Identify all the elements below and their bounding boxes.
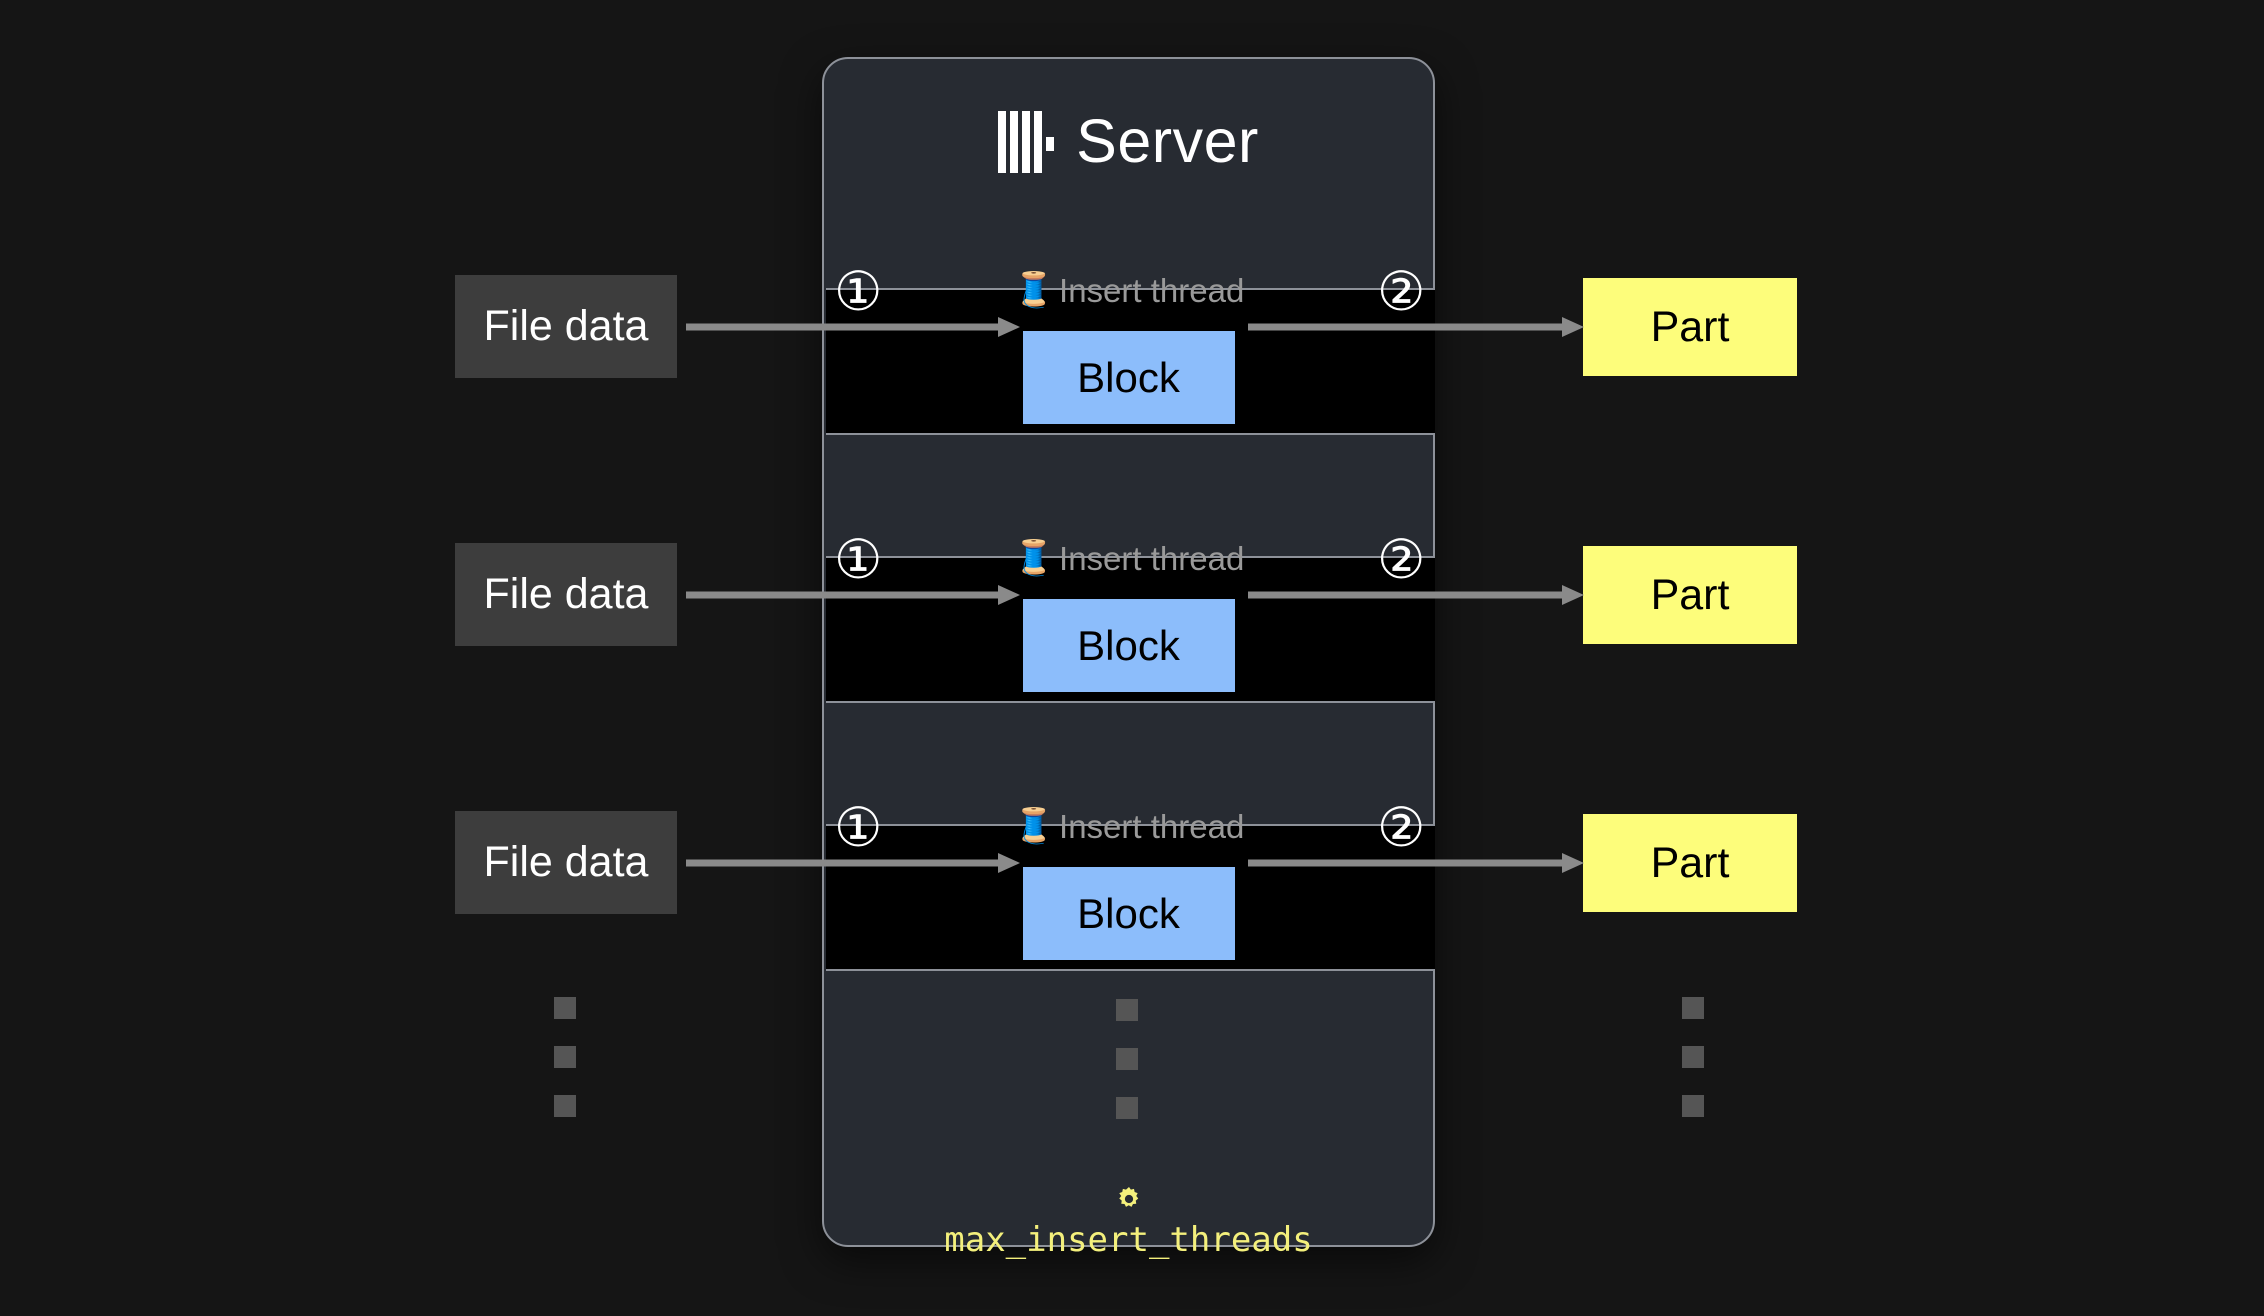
arrow-block-to-part-2 <box>1248 585 1584 605</box>
file-data-label: File data <box>483 570 649 618</box>
step-number-out-3: ② <box>1377 798 1426 858</box>
step-number-in-1: ① <box>834 262 883 322</box>
block-box-2: Block <box>1022 599 1235 692</box>
arrow-block-to-part-3 <box>1248 853 1584 873</box>
server-card: Server 🧵 Insert thread 🧵 Insert thread 🧵… <box>822 57 1435 1257</box>
step-number-out-1: ② <box>1377 262 1426 322</box>
block-label: Block <box>1077 889 1180 937</box>
ellipsis-dots-right <box>1682 997 1704 1117</box>
insert-thread-label-3: 🧵 Insert thread <box>1013 809 1245 843</box>
clickhouse-logo-icon <box>998 110 1055 173</box>
part-label: Part <box>1650 302 1730 351</box>
thread-spool-icon: 🧵 <box>1012 539 1056 577</box>
part-box-1: Part <box>1583 278 1797 376</box>
ellipsis-dot <box>1682 1046 1704 1068</box>
file-data-box-3: File data <box>455 811 677 914</box>
part-box-2: Part <box>1583 546 1797 644</box>
setting-footer: max_insert_threads <box>824 1185 1433 1257</box>
insert-thread-label-2: 🧵 Insert thread <box>1013 541 1245 575</box>
file-data-box-1: File data <box>455 275 677 378</box>
ellipsis-dot <box>1116 1048 1138 1070</box>
gear-icon <box>1118 1187 1138 1207</box>
block-box-3: Block <box>1022 867 1235 960</box>
file-data-label: File data <box>483 838 649 886</box>
thread-spool-icon: 🧵 <box>1012 271 1056 309</box>
insert-thread-text: Insert thread <box>1059 271 1245 309</box>
arrow-block-to-part-1 <box>1248 317 1584 337</box>
ellipsis-dot <box>554 997 576 1019</box>
arrow-file-to-block-3 <box>686 853 1020 873</box>
ellipsis-dot <box>1116 1097 1138 1119</box>
thread-spool-icon: 🧵 <box>1012 807 1056 845</box>
block-label: Block <box>1077 353 1180 401</box>
ellipsis-dot <box>554 1095 576 1117</box>
arrow-file-to-block-1 <box>686 317 1020 337</box>
server-title: Server <box>1076 107 1259 175</box>
ellipsis-dot <box>1116 999 1138 1021</box>
part-box-3: Part <box>1583 814 1797 912</box>
server-header: Server <box>824 59 1433 224</box>
ellipsis-dot <box>554 1046 576 1068</box>
setting-name: max_insert_threads <box>944 1220 1313 1260</box>
step-number-in-2: ① <box>834 530 883 590</box>
arrow-file-to-block-2 <box>686 585 1020 605</box>
ellipsis-dot <box>1682 1095 1704 1117</box>
ellipsis-dots-middle <box>1116 999 1138 1119</box>
insert-thread-label-1: 🧵 Insert thread <box>1013 273 1245 307</box>
step-number-in-3: ① <box>834 798 883 858</box>
part-label: Part <box>1650 570 1730 619</box>
part-label: Part <box>1650 838 1730 887</box>
file-data-box-2: File data <box>455 543 677 646</box>
step-number-out-2: ② <box>1377 530 1426 590</box>
insert-thread-text: Insert thread <box>1059 807 1245 845</box>
file-data-label: File data <box>483 302 649 350</box>
insert-thread-text: Insert thread <box>1059 539 1245 577</box>
block-label: Block <box>1077 621 1180 669</box>
ellipsis-dots-left <box>554 997 576 1117</box>
ellipsis-dot <box>1682 997 1704 1019</box>
block-box-1: Block <box>1022 331 1235 424</box>
